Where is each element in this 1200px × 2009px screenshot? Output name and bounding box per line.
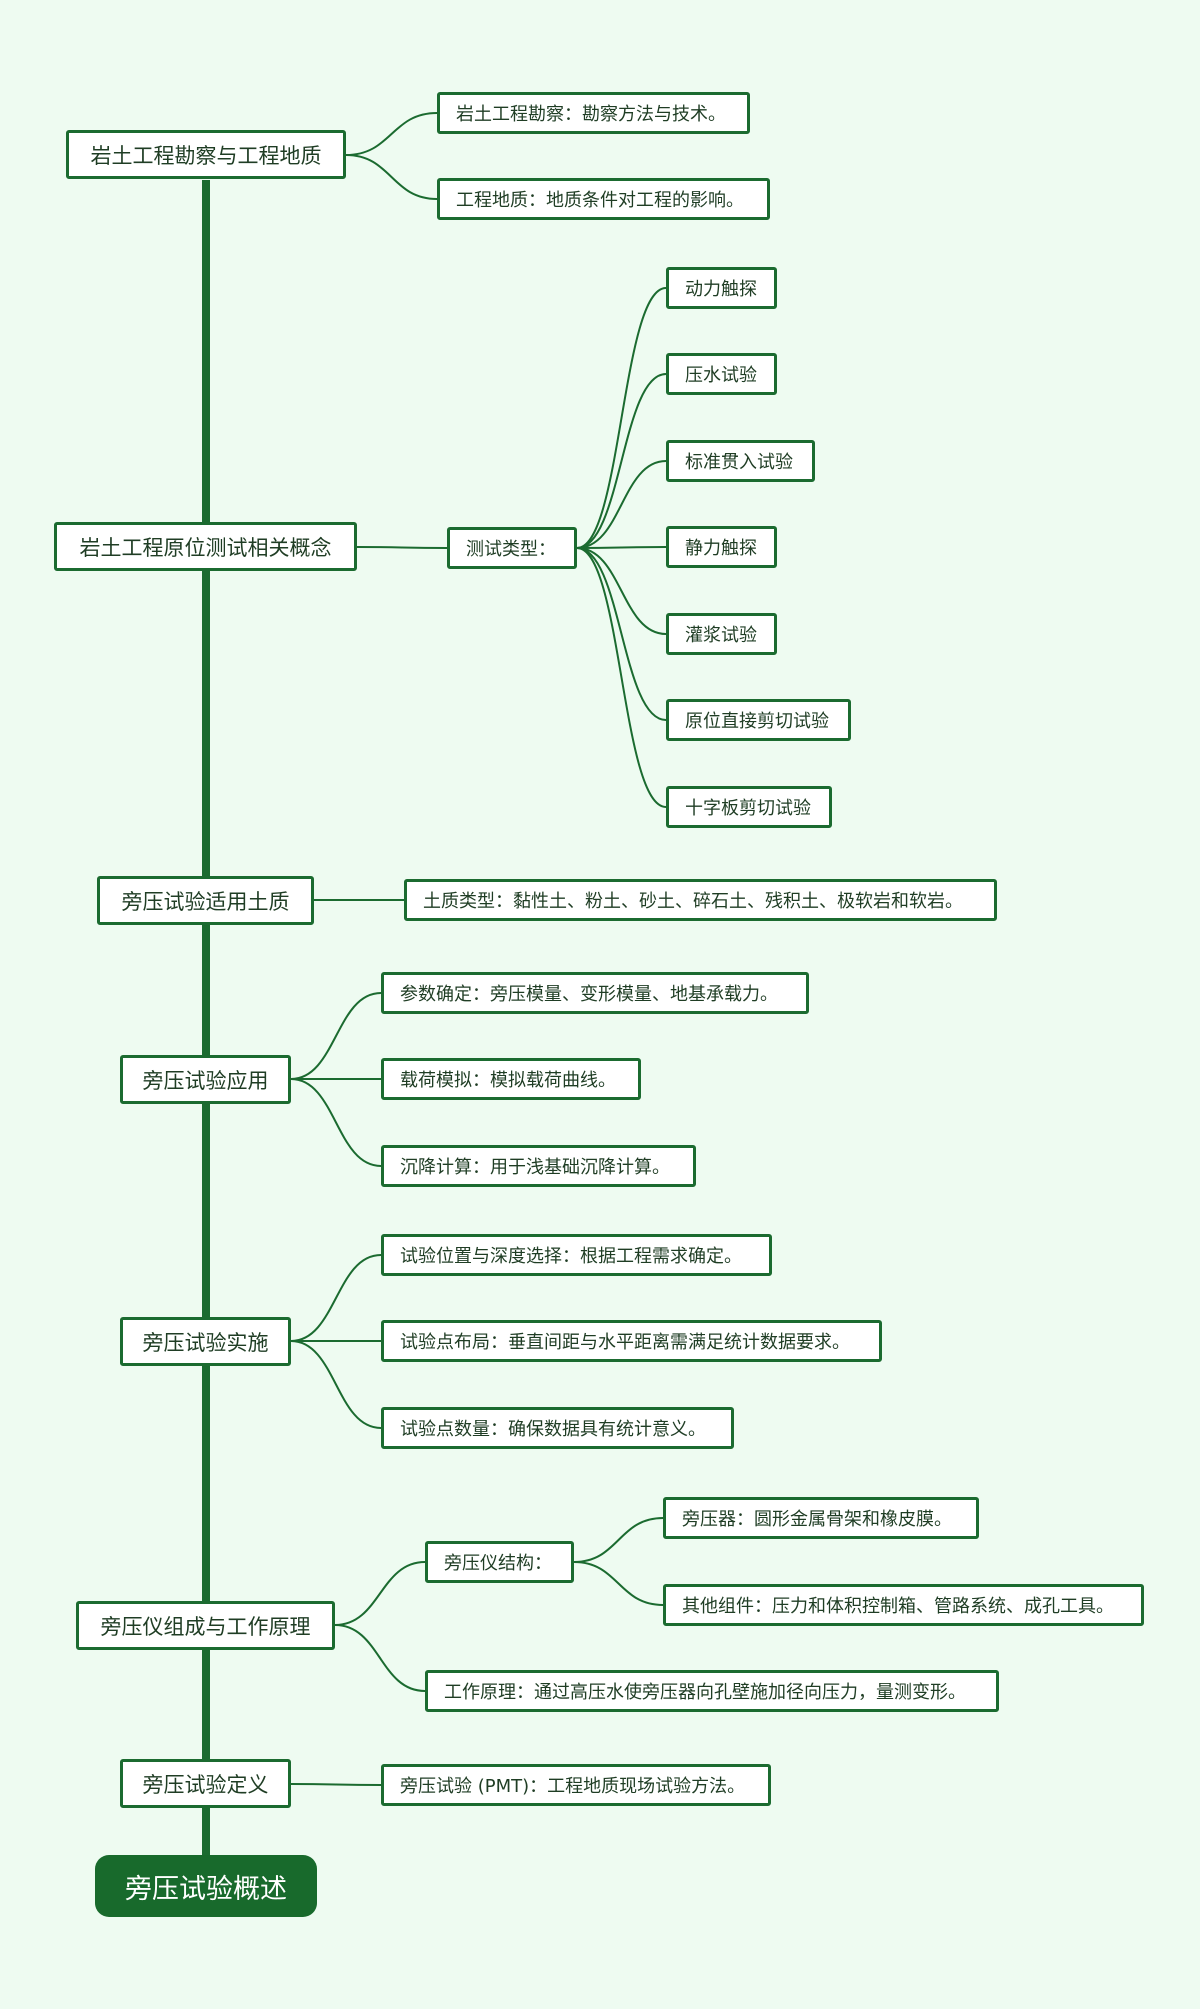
- connector-curve: [290, 1340, 382, 1429]
- test-type-item[interactable]: 动力触探: [666, 267, 777, 309]
- connector-curve: [290, 1783, 382, 1786]
- branch-applicable-soils[interactable]: 旁压试验适用土质: [97, 876, 314, 925]
- connector-curve: [334, 1624, 426, 1692]
- connector-curve: [576, 547, 667, 635]
- leaf-test-point-count[interactable]: 试验点数量：确保数据具有统计意义。: [381, 1407, 734, 1449]
- leaf-settlement-calculation[interactable]: 沉降计算：用于浅基础沉降计算。: [381, 1145, 696, 1187]
- test-type-item[interactable]: 静力触探: [666, 526, 777, 568]
- test-type-item[interactable]: 标准贯入试验: [666, 440, 815, 482]
- connector-curve: [576, 546, 667, 549]
- branch-applications[interactable]: 旁压试验应用: [120, 1055, 291, 1104]
- leaf-engineering-geology[interactable]: 工程地质：地质条件对工程的影响。: [437, 178, 770, 220]
- connector-curve: [576, 287, 667, 549]
- leaf-soil-types[interactable]: 土质类型：黏性土、粉土、砂土、碎石土、残积土、极软岩和软岩。: [404, 879, 997, 921]
- test-types-node[interactable]: 测试类型：: [447, 527, 577, 569]
- connector-curve: [576, 373, 667, 549]
- leaf-test-point-layout[interactable]: 试验点布局：垂直间距与水平距离需满足统计数据要求。: [381, 1320, 882, 1362]
- leaf-probe[interactable]: 旁压器：圆形金属骨架和橡皮膜。: [663, 1497, 979, 1539]
- leaf-working-principle[interactable]: 工作原理：通过高压水使旁压器向孔壁施加径向压力，量测变形。: [425, 1670, 999, 1712]
- leaf-survey-methods[interactable]: 岩土工程勘察：勘察方法与技术。: [437, 92, 750, 134]
- root-topic[interactable]: 旁压试验概述: [95, 1855, 317, 1917]
- connector-curve: [576, 460, 667, 549]
- branch-implementation[interactable]: 旁压试验实施: [120, 1317, 291, 1366]
- connector-curve: [573, 1517, 664, 1563]
- connector-curve: [573, 1561, 664, 1606]
- test-type-item[interactable]: 原位直接剪切试验: [666, 699, 851, 741]
- connector-curve: [576, 547, 667, 721]
- connector-curve: [345, 154, 438, 200]
- branch-insitu-test-concepts[interactable]: 岩土工程原位测试相关概念: [54, 522, 357, 571]
- connector-curve: [290, 1254, 382, 1342]
- branch-geotech-survey[interactable]: 岩土工程勘察与工程地质: [66, 130, 346, 179]
- connector-curve: [576, 547, 667, 808]
- apparatus-structure-node[interactable]: 旁压仪结构：: [425, 1541, 574, 1583]
- test-type-item[interactable]: 灌浆试验: [666, 613, 777, 655]
- leaf-parameter-determination[interactable]: 参数确定：旁压模量、变形模量、地基承载力。: [381, 972, 809, 1014]
- leaf-test-location-depth[interactable]: 试验位置与深度选择：根据工程需求确定。: [381, 1234, 772, 1276]
- branch-apparatus-principle[interactable]: 旁压仪组成与工作原理: [76, 1601, 335, 1650]
- connector-curve: [290, 1078, 382, 1167]
- test-type-item[interactable]: 压水试验: [666, 353, 777, 395]
- leaf-other-components[interactable]: 其他组件：压力和体积控制箱、管路系统、成孔工具。: [663, 1584, 1144, 1626]
- connector-curve: [334, 1561, 426, 1626]
- test-type-item[interactable]: 十字板剪切试验: [666, 786, 832, 828]
- leaf-pmt-definition[interactable]: 旁压试验 (PMT)：工程地质现场试验方法。: [381, 1764, 771, 1806]
- connector-curve: [356, 546, 448, 549]
- leaf-load-simulation[interactable]: 载荷模拟：模拟载荷曲线。: [381, 1058, 641, 1100]
- connector-curve: [290, 992, 382, 1080]
- branch-definition[interactable]: 旁压试验定义: [120, 1759, 291, 1808]
- connector-curve: [345, 112, 438, 156]
